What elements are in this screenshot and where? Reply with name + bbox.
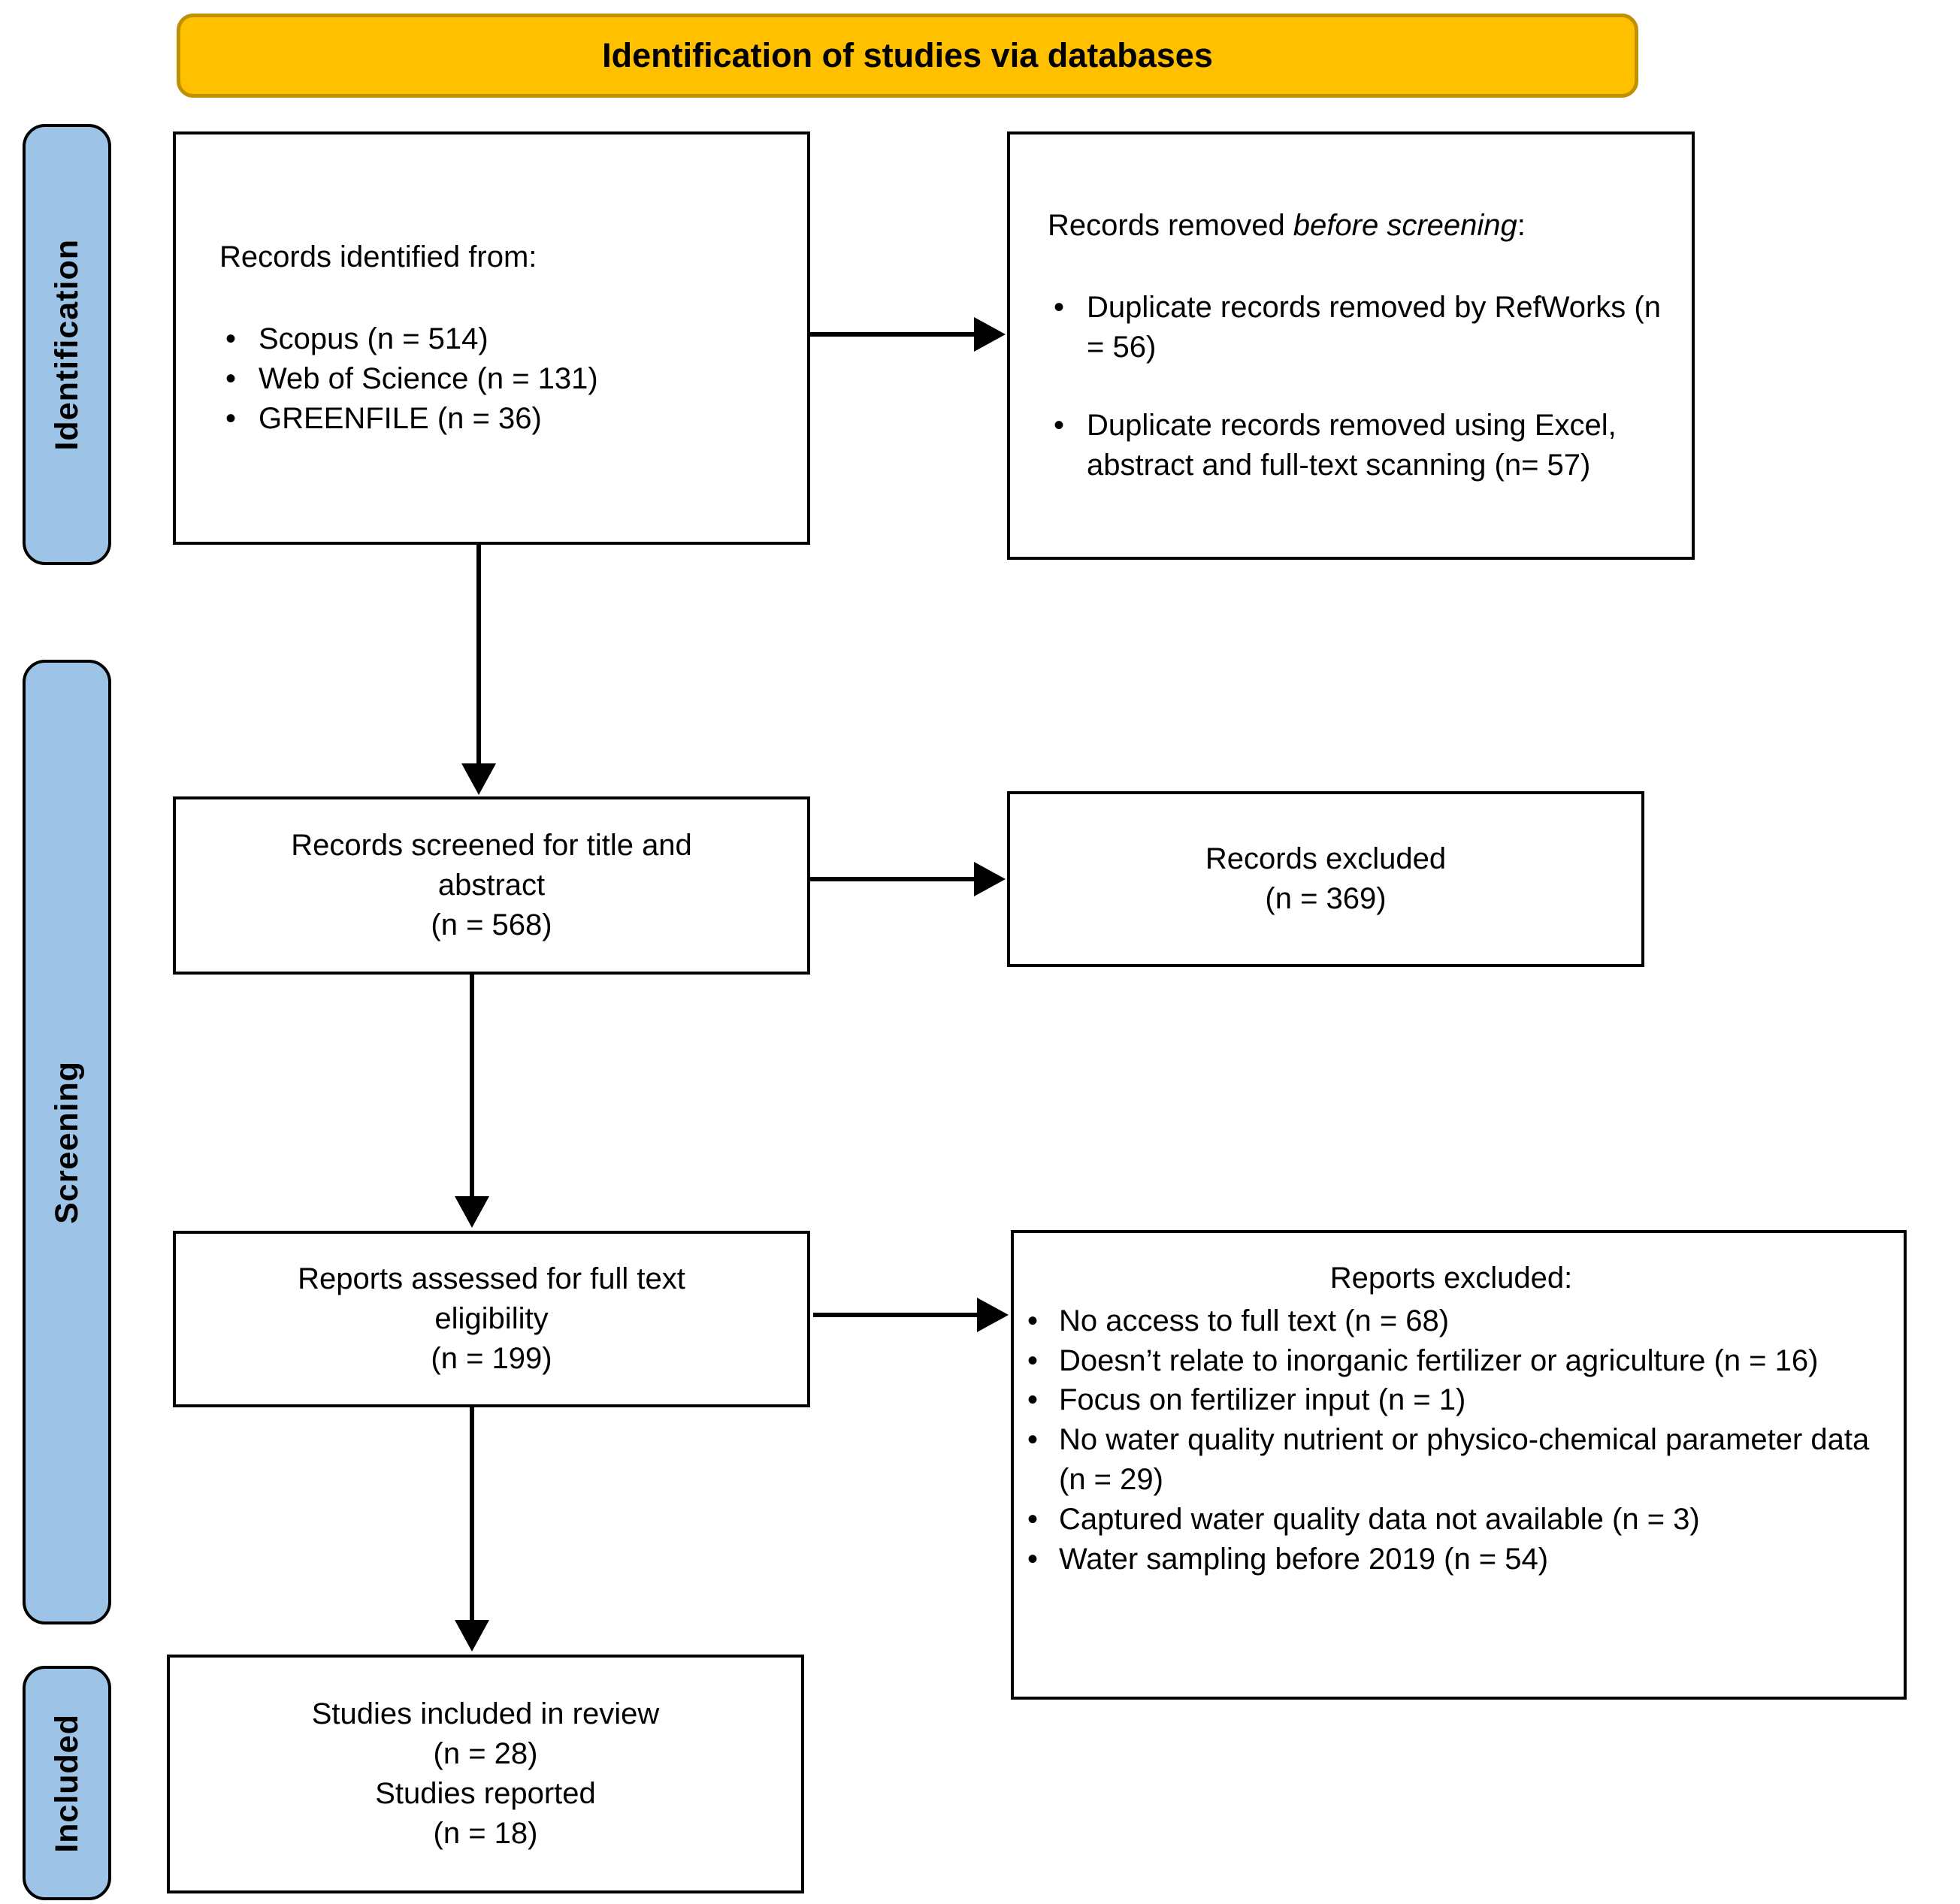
records-excluded-count: (n = 369)	[1265, 882, 1387, 915]
arrow-identified-to-screened-line	[476, 545, 481, 766]
arrow-identified-to-screened-head	[461, 763, 496, 795]
arrow-assessed-to-included-head	[455, 1620, 489, 1652]
reports-assessed-count: (n = 199)	[431, 1341, 552, 1375]
records-removed-title-prefix: Records removed	[1048, 209, 1293, 242]
box-records-identified: Records identified from: Scopus (n = 514…	[173, 131, 810, 545]
arrow-screened-to-assessed-head	[455, 1196, 489, 1228]
records-removed-title-suffix: :	[1517, 209, 1526, 242]
list-item: Scopus (n = 514)	[219, 319, 777, 359]
studies-included-line: Studies included in review	[311, 1697, 660, 1731]
records-screened-line: abstract	[437, 869, 546, 902]
list-item: Captured water quality data not availabl…	[1026, 1500, 1877, 1540]
reports-excluded-title: Reports excluded:	[1329, 1262, 1573, 1295]
box-reports-assessed: Reports assessed for full text eligibili…	[173, 1231, 810, 1407]
list-item: Focus on fertilizer input (n = 1)	[1026, 1380, 1877, 1420]
list-item: No access to full text (n = 68)	[1026, 1301, 1877, 1341]
studies-reported-line: Studies reported	[375, 1777, 596, 1810]
reports-assessed-line: eligibility	[434, 1302, 549, 1336]
records-excluded-line: Records excluded	[1205, 842, 1447, 876]
list-item: Doesn’t relate to inorganic fertilizer o…	[1026, 1341, 1877, 1381]
arrow-screened-to-excluded-head	[974, 862, 1006, 896]
box-records-screened: Records screened for title and abstract …	[173, 796, 810, 975]
box-records-excluded: Records excluded (n = 369)	[1007, 791, 1644, 967]
stage-label-included-text: Included	[48, 1713, 85, 1853]
banner: Identification of studies via databases	[177, 14, 1638, 98]
box-reports-excluded: Reports excluded: No access to full text…	[1011, 1230, 1907, 1700]
stage-label-screening-text: Screening	[48, 1060, 85, 1224]
arrow-screened-to-excluded-line	[810, 877, 978, 881]
reports-excluded-list: No access to full text (n = 68) Doesn’t …	[1026, 1301, 1877, 1579]
list-item: Water sampling before 2019 (n = 54)	[1026, 1540, 1877, 1579]
stage-label-identification: Identification	[23, 124, 111, 565]
banner-title: Identification of studies via databases	[602, 36, 1213, 74]
records-removed-title: Records removed before screening:	[1048, 206, 1669, 246]
stage-label-screening: Screening	[23, 660, 111, 1624]
records-identified-list: Scopus (n = 514) Web of Science (n = 131…	[219, 319, 777, 438]
list-item: Duplicate records removed by RefWorks (n…	[1048, 288, 1669, 367]
arrow-assessed-to-excluded-line	[813, 1313, 980, 1317]
box-studies-included: Studies included in review (n = 28) Stud…	[167, 1655, 804, 1893]
list-item: Web of Science (n = 131)	[219, 359, 777, 399]
records-identified-title: Records identified from:	[219, 240, 537, 274]
stage-label-identification-text: Identification	[48, 238, 85, 451]
arrow-assessed-to-excluded-head	[977, 1298, 1009, 1332]
stage-label-included: Included	[23, 1666, 111, 1900]
list-item: GREENFILE (n = 36)	[219, 399, 777, 439]
records-removed-list: Duplicate records removed by RefWorks (n…	[1048, 288, 1669, 485]
reports-assessed-line: Reports assessed for full text	[298, 1262, 685, 1296]
box-records-removed: Records removed before screening: Duplic…	[1007, 131, 1695, 560]
studies-reported-count: (n = 18)	[433, 1816, 538, 1850]
records-removed-title-italic: before screening	[1293, 209, 1517, 242]
arrow-identified-to-removed-line	[810, 332, 978, 337]
arrow-screened-to-assessed-line	[470, 975, 474, 1199]
records-screened-line: Records screened for title and	[291, 829, 692, 863]
arrow-assessed-to-included-line	[470, 1407, 474, 1623]
arrow-identified-to-removed-head	[974, 317, 1006, 352]
list-item: No water quality nutrient or physico-che…	[1026, 1420, 1877, 1500]
studies-included-count: (n = 28)	[433, 1737, 538, 1771]
list-item: Duplicate records removed using Excel, a…	[1048, 406, 1669, 485]
records-screened-count: (n = 568)	[431, 908, 552, 941]
